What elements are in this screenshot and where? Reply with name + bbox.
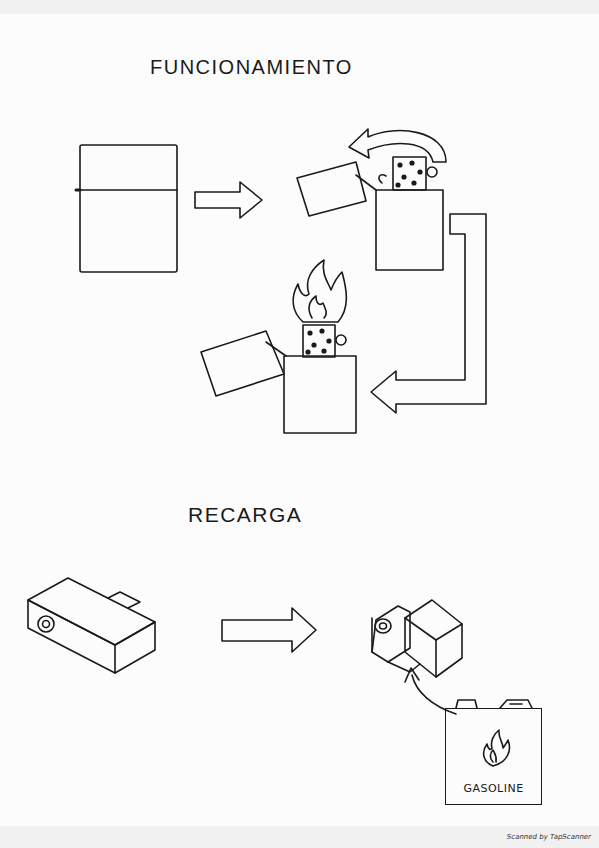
lit-lighter [266,342,286,356]
lighter-refill-open [405,600,462,677]
opening-lighter [412,181,416,185]
lighter-refill-open [372,606,410,662]
lit-lighter [284,356,356,433]
opening-lighter [297,162,366,216]
lit-lighter [201,331,284,396]
lit-lighter [293,260,346,322]
lighter-refill-open [435,640,437,677]
lighter-refill-open [388,662,420,672]
lit-lighter [312,343,316,347]
fuel-can-details [484,730,510,766]
fuel-can-details [500,700,532,708]
lighter-refill-open [380,623,387,629]
lighter-closed-side [115,622,155,673]
opening-lighter [376,190,443,270]
fuel-can-details [490,750,496,762]
lighter-refill-open [375,619,391,633]
lighter-refill-open [372,600,462,677]
step-arrow [371,214,486,413]
lit-lighter [309,296,326,318]
opening-lighter [396,183,400,187]
lighter-closed-side [43,621,50,628]
step-arrow [222,608,316,652]
lit-lighter [320,329,324,333]
lit-lighter [201,260,356,433]
closed-lighter [80,189,177,191]
opening-lighter [398,163,402,167]
fuel-can-details [456,700,477,708]
paper-ground [0,14,599,826]
section-heading: FUNCIONAMIENTO [150,56,353,79]
step-arrow [195,182,262,218]
lighter-closed-side [28,578,155,645]
lit-lighter [322,349,326,353]
step-arrow [195,182,262,218]
closed-lighter [76,145,177,272]
lighter-refill-open [405,618,462,640]
opening-lighter [418,170,422,174]
opening-lighter [410,161,414,165]
rotation-arrow [349,129,446,162]
opening-lighter [379,175,386,183]
opening-lighter [356,175,376,190]
opening-lighter [297,157,443,270]
fuel-can-details [456,700,532,766]
opening-lighter [402,175,406,179]
opening-lighter [393,157,426,190]
closed-lighter [76,189,80,192]
lit-lighter [308,331,312,335]
step-arrow [222,608,316,652]
opening-lighter [427,167,437,177]
lit-lighter [336,335,346,345]
lighter-closed-side [28,600,115,673]
lit-lighter [327,339,331,343]
lighter-closed-side [38,616,54,632]
rotation-arrow [349,129,446,162]
step-arrow [371,214,486,413]
refill-arrow [405,668,419,682]
watermark: Scanned by TapScanner [507,833,591,841]
closed-lighter [80,145,177,272]
lit-lighter [303,325,335,357]
fuel-can-details [510,703,522,705]
section-heading: RECARGA [188,503,302,527]
lit-lighter [306,350,310,354]
lighter-closed-side [28,578,155,673]
can-label: GASOLINE [463,782,523,795]
lighter-closed-side [108,592,140,608]
fuel-can: GASOLINE [445,708,542,805]
lighter-refill-open [371,618,373,652]
